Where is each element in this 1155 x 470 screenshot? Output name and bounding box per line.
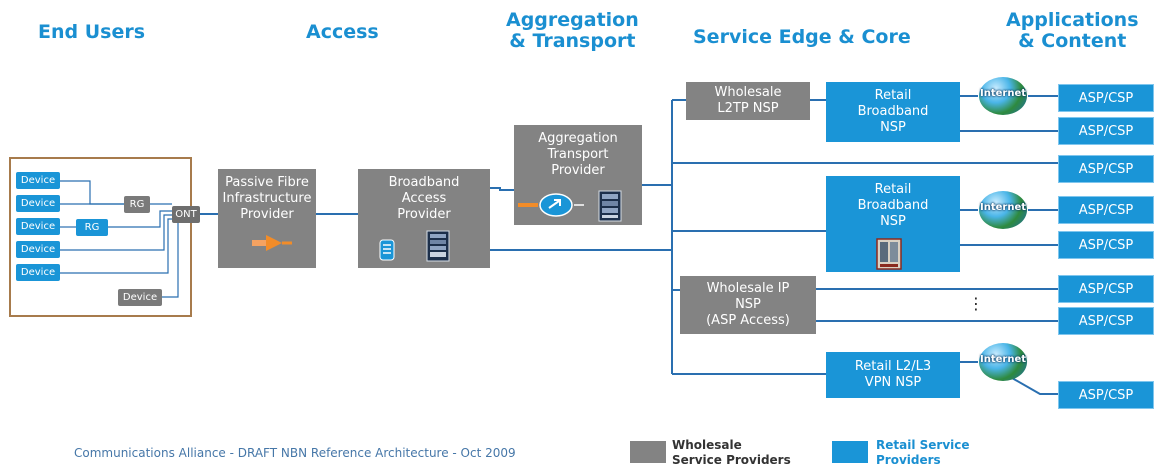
retail-broadband-label: Retail Broadband NSP xyxy=(857,88,929,135)
legend-wholesale-swatch xyxy=(630,441,666,463)
asp-csp-box: ASP/CSP xyxy=(1058,381,1154,409)
header-end-users: End Users xyxy=(38,21,146,43)
asp-csp-box: ASP/CSP xyxy=(1058,117,1154,145)
header-access: Access xyxy=(306,21,379,43)
device-chip: Device xyxy=(16,264,60,281)
asp-csp-box: ASP/CSP xyxy=(1058,196,1154,224)
wholesale-ip-nsp: Wholesale IP NSP (ASP Access) xyxy=(680,276,816,334)
retail-broadband-label: Retail Broadband NSP xyxy=(857,182,929,229)
asp-csp-box: ASP/CSP xyxy=(1058,231,1154,259)
footer-caption: Communications Alliance - DRAFT NBN Refe… xyxy=(74,446,516,460)
wholesale-l2tp-nsp: Wholesale L2TP NSP xyxy=(686,82,810,120)
internet-globe-icon: Internet xyxy=(979,343,1027,381)
aggregation-transport-provider: Aggregation Transport Provider xyxy=(514,125,642,225)
retail-broadband-nsp-1: Retail Broadband NSP xyxy=(826,82,960,142)
wholesale-ip-label: Wholesale IP NSP (ASP Access) xyxy=(706,281,790,328)
legend-retail-swatch xyxy=(832,441,868,463)
retail-l2-l3-vpn-nsp: Retail L2/L3 VPN NSP xyxy=(826,352,960,398)
wholesale-l2tp-label: Wholesale L2TP NSP xyxy=(714,85,782,116)
access-node-icon xyxy=(379,239,395,261)
passive-fibre-label: Passive Fibre Infrastructure Provider xyxy=(222,175,312,222)
device-chip: Device xyxy=(118,289,162,306)
aggregation-transport-label: Aggregation Transport Provider xyxy=(538,131,618,178)
optical-splitter-icon xyxy=(252,235,292,251)
broadband-access-label: Broadband Access Provider xyxy=(388,175,460,222)
device-chip: Device xyxy=(16,195,60,212)
internet-label: Internet xyxy=(979,354,1026,365)
legend-retail-label: Retail Service Providers xyxy=(876,438,970,467)
residential-gateway: RG xyxy=(76,219,108,236)
internet-globe-icon: Internet xyxy=(979,77,1027,115)
retail-vpn-label: Retail L2/L3 VPN NSP xyxy=(854,359,932,390)
router-icon xyxy=(518,193,584,217)
device-chip: Device xyxy=(16,241,60,258)
more-providers-ellipsis: ⋮ xyxy=(968,294,984,313)
switch-chassis-icon xyxy=(598,190,622,222)
device-chip: Device xyxy=(16,218,60,235)
asp-csp-box: ASP/CSP xyxy=(1058,275,1154,303)
ont-terminal: ONT xyxy=(172,206,200,223)
header-applications-content: Applications & Content xyxy=(1006,9,1139,52)
asp-csp-box: ASP/CSP xyxy=(1058,307,1154,335)
passive-fibre-infrastructure-provider: Passive Fibre Infrastructure Provider xyxy=(218,169,316,268)
header-aggregation-transport: Aggregation & Transport xyxy=(506,9,639,52)
internet-globe-icon: Internet xyxy=(979,191,1027,229)
internet-label: Internet xyxy=(979,202,1026,213)
dslam-chassis-icon xyxy=(426,230,450,262)
internet-label: Internet xyxy=(979,88,1026,99)
asp-csp-box: ASP/CSP xyxy=(1058,155,1154,183)
end-user-premises-frame xyxy=(9,157,192,317)
server-rack-icon xyxy=(876,238,902,270)
device-chip: Device xyxy=(16,172,60,189)
legend-wholesale-label: Wholesale Service Providers xyxy=(672,438,791,467)
header-service-edge-core: Service Edge & Core xyxy=(693,26,911,48)
asp-csp-box: ASP/CSP xyxy=(1058,84,1154,112)
residential-gateway: RG xyxy=(124,196,150,213)
